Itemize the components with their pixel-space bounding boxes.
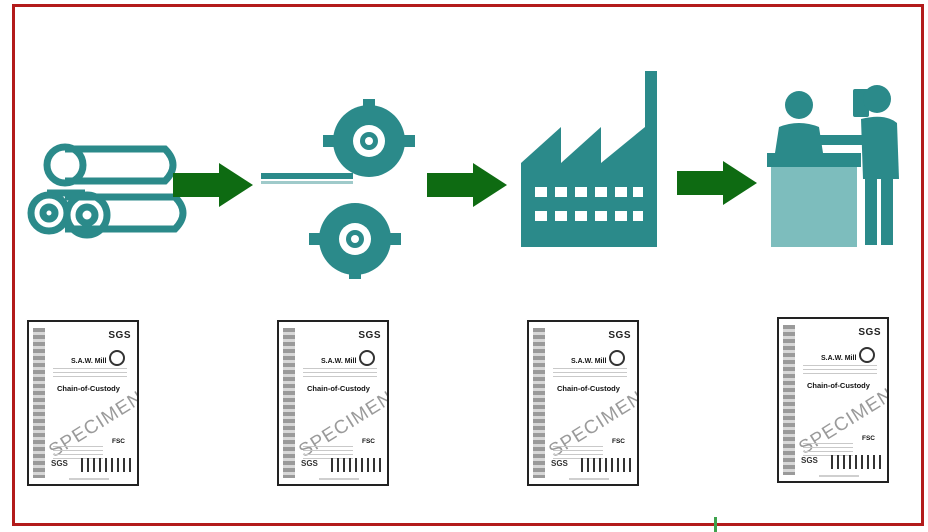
text-lines — [303, 446, 353, 460]
flow-arrow — [677, 161, 757, 205]
fern-decoration — [331, 458, 383, 472]
certificate-border — [783, 325, 795, 475]
certificate-title: Chain-of-Custody — [307, 384, 370, 393]
fsc-logo: FSC — [612, 438, 625, 445]
fsc-logo: FSC — [362, 438, 375, 445]
footer-logo: SGS — [551, 459, 568, 468]
fern-decoration — [831, 455, 883, 469]
certificate-border — [283, 328, 295, 478]
sgs-logo: SGS — [108, 330, 131, 341]
sawmill-gears-icon — [261, 99, 415, 279]
footer-logo: SGS — [51, 459, 68, 468]
certificate-holder: S.A.W. Mill — [71, 358, 107, 365]
text-lines — [303, 368, 377, 380]
fsc-logo: FSC — [112, 438, 125, 445]
seal-icon — [609, 350, 625, 366]
fern-decoration — [581, 458, 633, 472]
flow-arrow — [427, 163, 507, 207]
certificate-1: SGS S.A.W. Mill Chain-of-Custody SPECIME… — [27, 320, 139, 486]
certificate-border — [533, 328, 545, 478]
certificate-holder: S.A.W. Mill — [821, 355, 857, 362]
green-marker — [714, 517, 717, 532]
seal-icon — [859, 347, 875, 363]
certificate-holder: S.A.W. Mill — [321, 358, 357, 365]
certificate-3: SGS S.A.W. Mill Chain-of-Custody SPECIME… — [527, 320, 639, 486]
seal-icon — [109, 350, 125, 366]
footer-line — [69, 478, 109, 480]
certificate-title: Chain-of-Custody — [557, 384, 620, 393]
flow-arrow — [173, 163, 253, 207]
log-pile-icon — [27, 143, 187, 239]
certificate-2: SGS S.A.W. Mill Chain-of-Custody SPECIME… — [277, 320, 389, 486]
fern-decoration — [81, 458, 133, 472]
text-lines — [803, 443, 853, 457]
text-lines — [803, 365, 877, 377]
sgs-logo: SGS — [358, 330, 381, 341]
fsc-logo: FSC — [862, 435, 875, 442]
footer-line — [319, 478, 359, 480]
certificate-border — [33, 328, 45, 478]
text-lines — [553, 368, 627, 380]
footer-line — [569, 478, 609, 480]
text-lines — [53, 368, 127, 380]
footer-logo: SGS — [801, 456, 818, 465]
diagram-frame: SGS S.A.W. Mill Chain-of-Custody SPECIME… — [12, 4, 924, 526]
retail-counter-icon — [767, 85, 899, 247]
footer-logo: SGS — [301, 459, 318, 468]
footer-line — [819, 475, 859, 477]
seal-icon — [359, 350, 375, 366]
sgs-logo: SGS — [608, 330, 631, 341]
sgs-logo: SGS — [858, 327, 881, 338]
certificate-holder: S.A.W. Mill — [571, 358, 607, 365]
certificate-title: Chain-of-Custody — [807, 381, 870, 390]
text-lines — [53, 446, 103, 460]
certificate-4: SGS S.A.W. Mill Chain-of-Custody SPECIME… — [777, 317, 889, 483]
factory-icon — [521, 71, 657, 247]
text-lines — [553, 446, 603, 460]
certificate-title: Chain-of-Custody — [57, 384, 120, 393]
